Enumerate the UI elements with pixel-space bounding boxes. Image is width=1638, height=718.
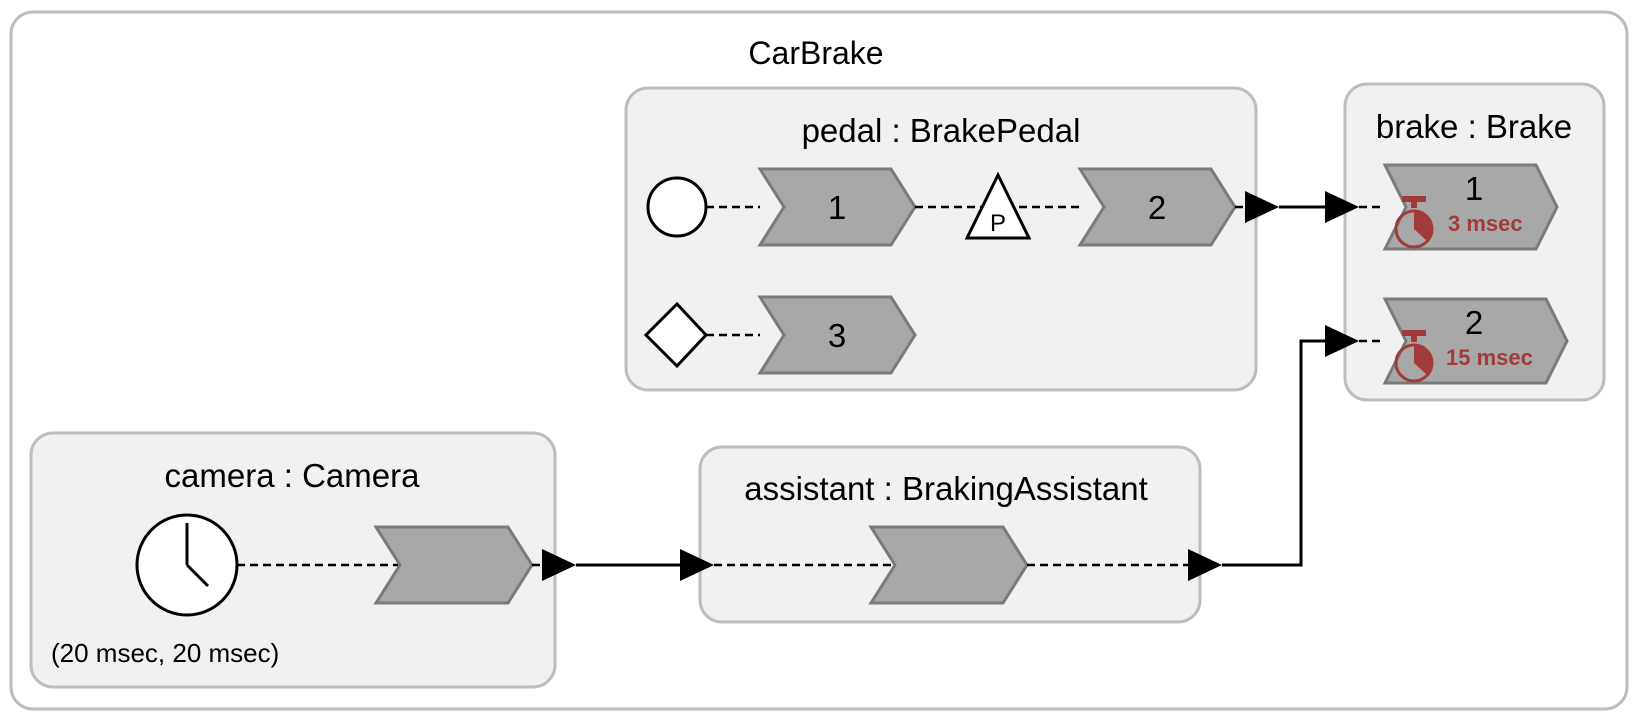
brake-input-port-1[interactable]	[1325, 191, 1359, 223]
assistant-output-port[interactable]	[1188, 549, 1222, 581]
camera-title: camera : Camera	[165, 457, 421, 494]
brake-reaction-1-label: 1	[1465, 170, 1483, 207]
assistant-input-port[interactable]	[680, 549, 714, 581]
pedal-reaction-2[interactable]	[1077, 167, 1237, 247]
pedal-reaction-2-label: 2	[1148, 189, 1166, 226]
connection-line	[1222, 339, 1325, 567]
physical-action-label: P	[990, 210, 1006, 237]
pedal-reaction-1[interactable]	[757, 167, 917, 247]
brake-input-port-2[interactable]	[1325, 325, 1359, 357]
camera-output-port[interactable]	[542, 549, 576, 581]
pedal-reaction-3[interactable]	[757, 295, 917, 375]
assistant-title: assistant : BrakingAssistant	[744, 470, 1148, 507]
stopwatch-deadline-icon	[1394, 330, 1434, 383]
pedal-reaction-1-label: 1	[828, 189, 846, 226]
carbrake-title: CarBrake	[748, 35, 883, 71]
physical-action-triangle-icon[interactable]	[964, 171, 1032, 240]
clock-timer-icon[interactable]	[135, 513, 239, 617]
pedal-output-port[interactable]	[1245, 191, 1279, 223]
timer-label: (20 msec, 20 msec)	[51, 638, 279, 668]
shutdown-diamond-icon	[643, 301, 709, 369]
pedal-reaction-3-label: 3	[828, 317, 846, 354]
brake-reaction-2-deadline: 15 msec	[1446, 345, 1533, 370]
brake-reaction-2-label: 2	[1465, 304, 1483, 341]
camera-reaction[interactable]	[373, 525, 534, 605]
brake-reaction-1-deadline: 3 msec	[1448, 211, 1523, 236]
stopwatch-deadline-icon	[1394, 196, 1434, 249]
startup-circle-icon	[646, 176, 708, 238]
pedal-title: pedal : BrakePedal	[802, 112, 1081, 149]
brake-title: brake : Brake	[1376, 108, 1572, 145]
assistant-reaction[interactable]	[868, 525, 1029, 605]
